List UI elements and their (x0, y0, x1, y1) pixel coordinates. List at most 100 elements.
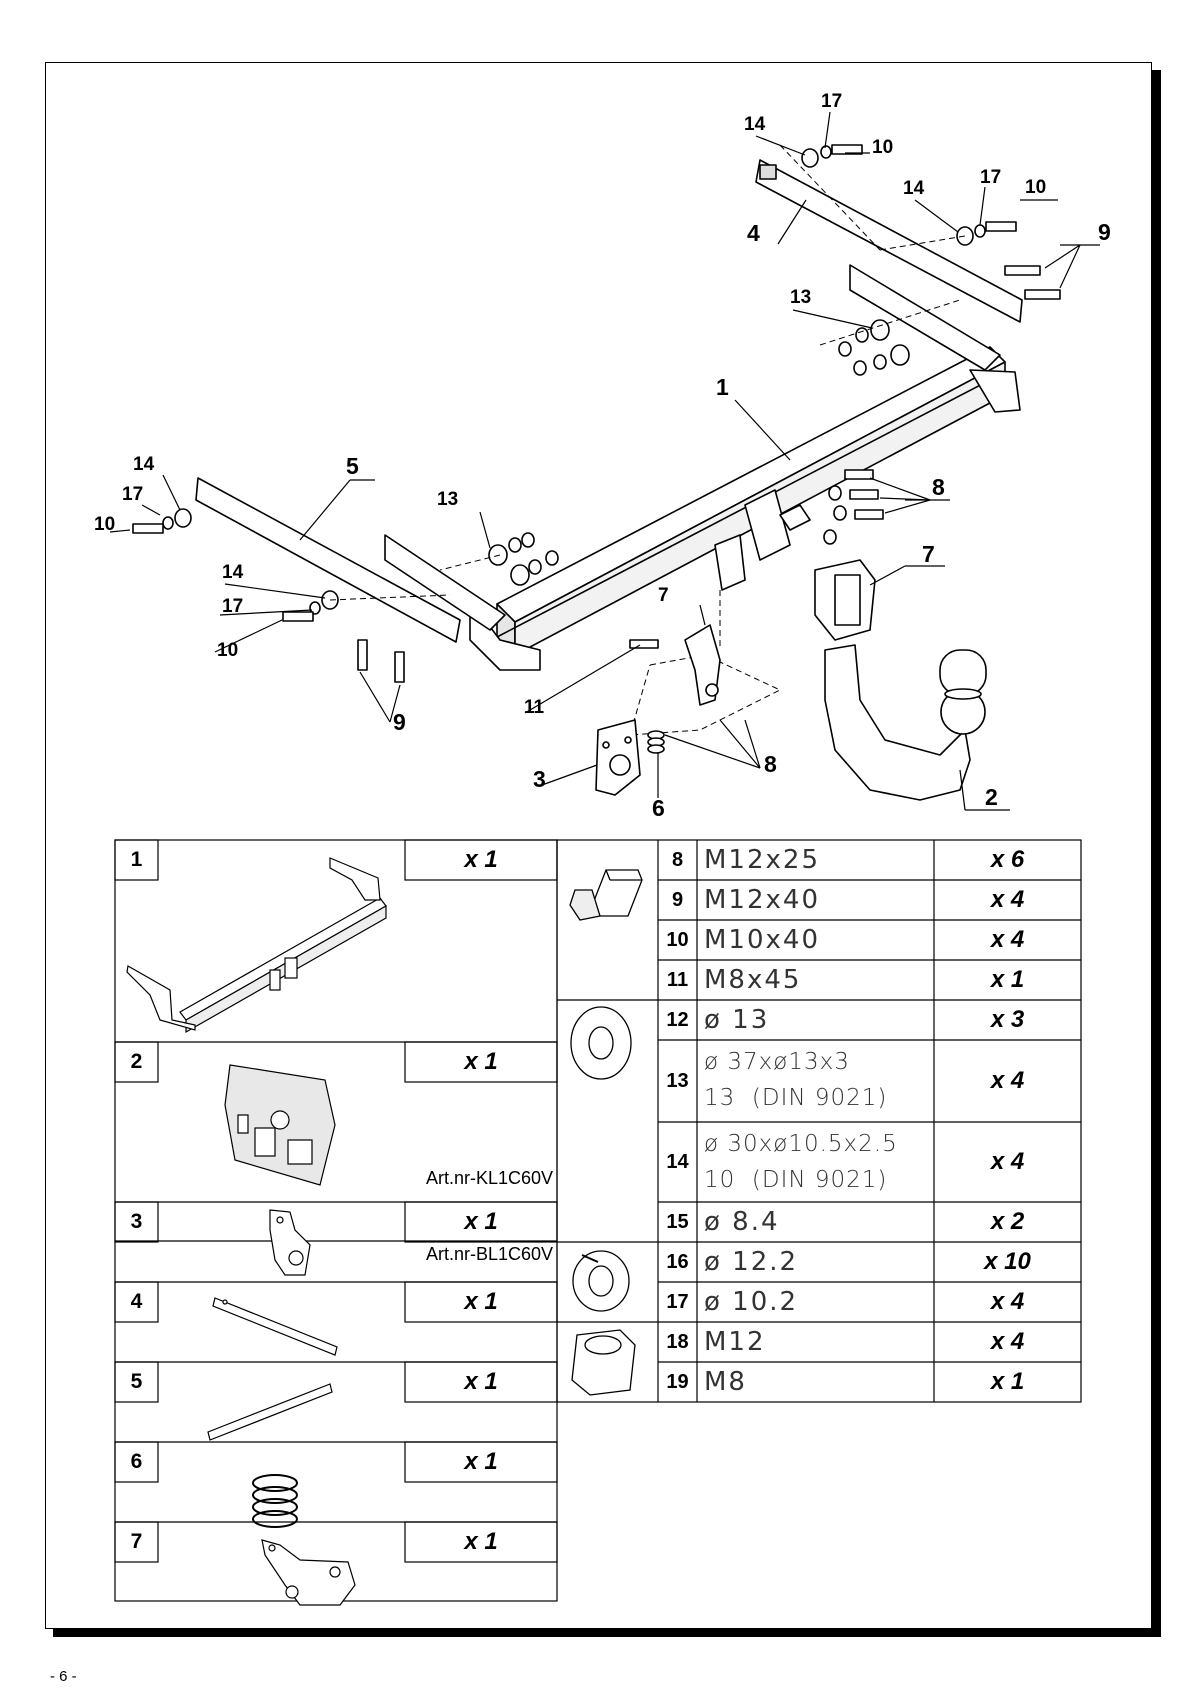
callout-17: 17 (122, 484, 143, 505)
callout-10: 10 (217, 640, 238, 661)
callout-10: 10 (94, 514, 115, 535)
callout-7: 7 (658, 585, 669, 606)
bracket-3-thumbnail (269, 1209, 311, 1276)
part-quantity-3: x 1 (464, 1208, 498, 1235)
hardware-number-9: 9 (671, 889, 684, 911)
spring-6-drawing (647, 730, 665, 754)
hardware-quantity-8: x 6 (990, 846, 1025, 873)
part-number-4: 4 (130, 1290, 143, 1313)
part-quantity-4: x 1 (464, 1288, 498, 1315)
hardware-spec-11: M8x45 (704, 965, 802, 995)
hardware-number-10: 10 (666, 929, 689, 951)
hardware-drawing (132, 144, 1061, 683)
plate-5-drawing (195, 477, 461, 643)
plate-5-thumbnail (207, 1383, 333, 1441)
hardware-spec-13: ø 37xø13x3 13 (DIN 9021) (704, 1049, 888, 1111)
part-number-2: 2 (130, 1050, 143, 1073)
hardware-spec-19: M8 (704, 1367, 747, 1397)
hardware-number-15: 15 (666, 1211, 689, 1233)
hardware-number-17: 17 (666, 1291, 689, 1313)
hardware-icons (569, 869, 643, 1396)
hardware-number-13: 13 (666, 1070, 689, 1092)
crossbar-drawing (384, 264, 1021, 671)
hardware-quantity-19: x 1 (990, 1368, 1025, 1395)
part-number-3: 3 (130, 1210, 143, 1233)
callout-7: 7 (922, 541, 935, 567)
bracket-3-drawing (595, 719, 641, 796)
hardware-number-12: 12 (666, 1009, 689, 1031)
hardware-quantity-17: x 4 (990, 1288, 1025, 1315)
callout-14: 14 (744, 114, 766, 135)
bolt-icon (569, 869, 643, 921)
part-thumbnails (126, 857, 387, 1606)
part-quantity-5: x 1 (464, 1368, 498, 1395)
hardware-quantity-13: x 4 (990, 1067, 1025, 1094)
wiring-kit-thumbnail (224, 1064, 336, 1186)
part-article-number-3: Art.nr-BL1C60V (425, 1244, 553, 1264)
hardware-quantity-16: x 10 (984, 1248, 1031, 1275)
plate-4-drawing (755, 159, 1023, 323)
part-quantity-7: x 1 (464, 1528, 498, 1555)
callout-3: 3 (533, 766, 546, 792)
hardware-spec-18: M12 (704, 1327, 766, 1357)
bracket-7-thumbnail (261, 1539, 356, 1606)
callout-9: 9 (393, 709, 406, 735)
part-number-1: 1 (130, 848, 143, 871)
callout-8: 8 (764, 751, 777, 777)
hardware-spec-8: M12x25 (704, 845, 820, 875)
callout-10: 10 (1025, 177, 1046, 198)
callout-5: 5 (346, 453, 359, 479)
callout-2: 2 (985, 784, 998, 810)
part-number-7: 7 (130, 1530, 143, 1553)
hardware-quantity-9: x 4 (990, 886, 1025, 913)
socket-box-7-drawing (814, 559, 876, 641)
hardware-number-18: 18 (666, 1331, 689, 1353)
callout-14: 14 (133, 454, 155, 475)
hardware-number-11: 11 (666, 969, 689, 991)
callout-labels: 14 17 10 4 14 17 10 9 13 1 8 7 2 5 14 17… (94, 91, 1111, 821)
hardware-spec-9: M12x40 (704, 885, 820, 915)
hardware-spec-16: ø 12.2 (704, 1247, 799, 1277)
crossbar-thumbnail (126, 857, 387, 1034)
hardware-number-16: 16 (666, 1251, 689, 1273)
callout-17: 17 (821, 91, 842, 112)
part-article-number-2: Art.nr-KL1C60V (425, 1168, 553, 1188)
callout-4: 4 (747, 220, 760, 246)
callout-8: 8 (932, 474, 945, 500)
frame-shadow-bottom (53, 1629, 1161, 1637)
hardware-quantity-12: x 3 (990, 1006, 1025, 1033)
callout-leaders (109, 111, 1100, 811)
spring-washer-icon (572, 1250, 630, 1312)
hardware-quantity-10: x 4 (990, 926, 1025, 953)
page-number: - 6 - (50, 1668, 77, 1685)
callout-14: 14 (903, 178, 925, 199)
callout-11: 11 (524, 697, 545, 718)
ball-neck-2-drawing (824, 644, 987, 801)
callout-13: 13 (790, 287, 811, 308)
callout-17: 17 (980, 167, 1001, 188)
hardware-spec-12: ø 13 (704, 1005, 770, 1035)
hardware-number-14: 14 (666, 1151, 689, 1173)
callout-9: 9 (1098, 219, 1111, 245)
callout-10: 10 (872, 137, 893, 158)
part-quantity-6: x 1 (464, 1448, 498, 1475)
part-number-6: 6 (130, 1450, 143, 1473)
hardware-quantity-18: x 4 (990, 1328, 1025, 1355)
hardware-table (556, 839, 1082, 1403)
callout-1: 1 (716, 374, 729, 400)
hardware-quantity-11: x 1 (990, 966, 1025, 993)
hardware-spec-17: ø 10.2 (704, 1287, 799, 1317)
callout-14: 14 (222, 562, 244, 583)
washer-icon (570, 1006, 632, 1080)
hardware-spec-14: ø 30xø10.5x2.5 10 (DIN 9021) (704, 1131, 898, 1193)
spring-thumbnail (252, 1474, 298, 1528)
hardware-number-19: 19 (666, 1371, 689, 1393)
nut-icon (571, 1329, 636, 1396)
callout-13: 13 (437, 489, 458, 510)
part-quantity-1: x 1 (464, 846, 498, 873)
callout-6: 6 (652, 795, 665, 821)
hardware-quantity-14: x 4 (990, 1148, 1025, 1175)
part-number-5: 5 (130, 1370, 143, 1393)
plate-4-thumbnail (212, 1297, 338, 1356)
